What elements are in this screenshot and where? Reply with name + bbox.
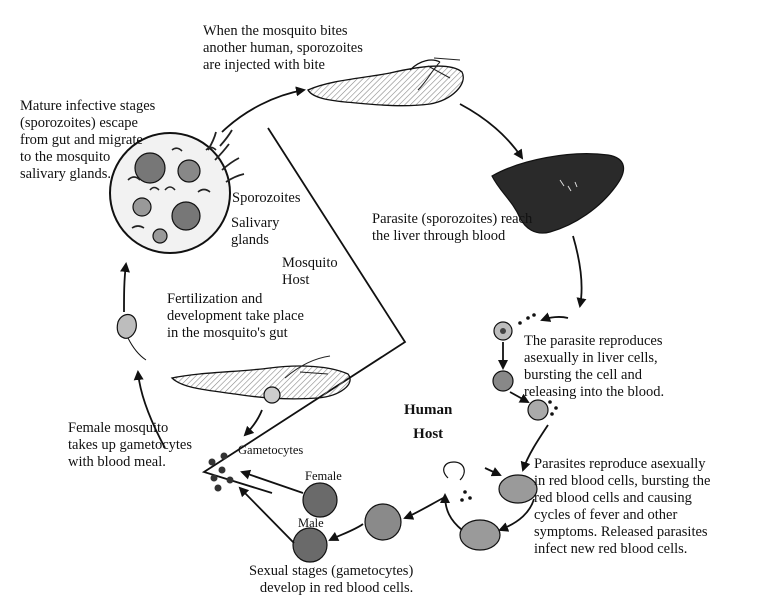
label-female: Female bbox=[305, 469, 342, 483]
label-male: Male bbox=[298, 516, 324, 530]
label-fertilization: Fertilization and development take place… bbox=[167, 291, 304, 341]
gametocyte-dots bbox=[208, 452, 234, 492]
label-sexual-stages: Sexual stages (gametocytes) develop in r… bbox=[249, 563, 414, 596]
label-human-host: Human Host bbox=[404, 402, 453, 442]
salivary-gland-icon bbox=[109, 129, 245, 254]
label-sporozoites: Sporozoites bbox=[232, 190, 301, 206]
mosquito-host-boundary bbox=[201, 127, 407, 494]
hand-bite-icon bbox=[307, 57, 464, 107]
label-escape: Mature infective stages (sporozoites) es… bbox=[20, 98, 156, 182]
label-gametocytes: Gametocytes bbox=[238, 443, 304, 457]
label-asexual-liver: The parasite reproduces asexually in liv… bbox=[524, 333, 665, 400]
liver-icon bbox=[491, 153, 625, 234]
label-rbc-cycle: Parasites reproduce asexually in red blo… bbox=[534, 456, 711, 557]
mosquito-gut-icon bbox=[116, 313, 147, 361]
liver-cell-icons bbox=[492, 313, 558, 421]
label-mosquito-host: Mosquito Host bbox=[282, 255, 338, 288]
label-salivary-glands: Salivary glands bbox=[231, 215, 280, 248]
hand-blood-meal-icon bbox=[170, 355, 351, 404]
cycle-arrows bbox=[120, 86, 587, 544]
red-blood-cell-icons bbox=[292, 461, 538, 563]
label-liver: Parasite (sporozoites) reach the liver t… bbox=[372, 211, 533, 244]
label-female-mosquito: Female mosquito takes up gametocytes wit… bbox=[68, 420, 193, 470]
label-bite: When the mosquito bites another human, s… bbox=[203, 23, 363, 73]
